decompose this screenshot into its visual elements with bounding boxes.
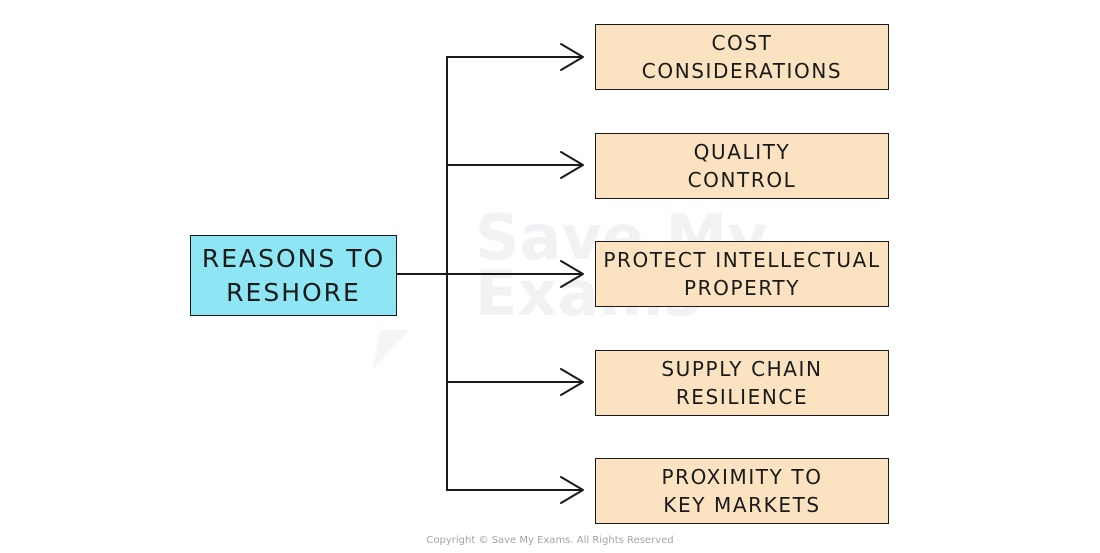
root-node: REASONS TO RESHORE	[190, 235, 397, 316]
reason-label-line-1: QUALITY	[693, 140, 791, 164]
arrowhead-icon-4	[560, 368, 584, 396]
reason-node-intellectual-property: PROTECT INTELLECTUAL PROPERTY	[595, 241, 889, 307]
reason-label-line-2: RESILIENCE	[675, 385, 809, 409]
reason-label-line-1: SUPPLY CHAIN	[661, 357, 823, 381]
copyright-notice: Copyright © Save My Exams. All Rights Re…	[426, 535, 674, 546]
root-label-line-2: RESHORE	[226, 277, 361, 307]
arrowhead-icon-2	[560, 151, 584, 179]
reason-label-line-2: CONTROL	[687, 168, 797, 192]
reason-label-line-2: KEY MARKETS	[663, 493, 821, 517]
reason-node-cost: COST CONSIDERATIONS	[595, 24, 889, 90]
reason-label-line-2: CONSIDERATIONS	[641, 59, 843, 83]
reason-label-line-2: PROPERTY	[683, 276, 801, 300]
arrowhead-icon-3	[560, 260, 584, 288]
reason-node-quality: QUALITY CONTROL	[595, 133, 889, 199]
arrowhead-icon-5	[560, 476, 584, 504]
arrowhead-icon-1	[560, 43, 584, 71]
reason-node-proximity: PROXIMITY TO KEY MARKETS	[595, 458, 889, 524]
reason-node-supply-chain: SUPPLY CHAIN RESILIENCE	[595, 350, 889, 416]
reason-label-line-1: PROTECT INTELLECTUAL	[603, 248, 881, 272]
reason-label-line-1: COST	[711, 31, 773, 55]
reason-label-line-1: PROXIMITY TO	[661, 465, 823, 489]
root-label-line-1: REASONS TO	[201, 243, 386, 273]
